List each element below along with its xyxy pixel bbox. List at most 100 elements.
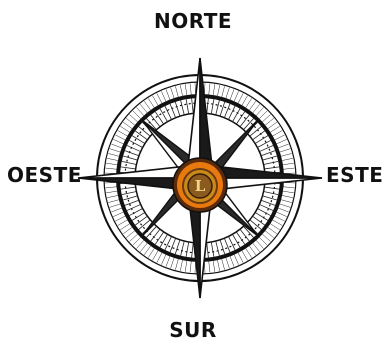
hatch-line [264, 187, 279, 189]
hatch-line [186, 242, 189, 257]
center-emblem: L [173, 158, 227, 212]
hatch-line-outer [136, 107, 144, 116]
hatch-line [264, 192, 279, 195]
hatch-line-outer [118, 131, 128, 137]
hatch-line [170, 104, 176, 118]
hatch-line-outer [270, 126, 280, 133]
hatch-line-outer [272, 131, 282, 137]
hatch-line-outer [153, 250, 159, 260]
hatch-line-outer [217, 259, 219, 271]
hatch-line-outer [106, 187, 118, 188]
hatch-line-outer [175, 258, 178, 270]
hatch-line-outer [262, 114, 271, 122]
hatch-line-outer [110, 204, 121, 208]
hatch-line-outer [115, 135, 126, 140]
hatch-line-outer [115, 216, 126, 221]
hatch-line-outer [282, 163, 294, 165]
hatch-line-outer [180, 259, 182, 271]
hatch-line [220, 102, 225, 116]
hatch-line [125, 151, 139, 156]
hatch-line-outer [226, 88, 230, 99]
hatch-line-outer [148, 248, 155, 258]
hatch-line [121, 167, 136, 169]
hatch-line-outer [221, 258, 224, 270]
hatch-line [192, 98, 194, 113]
hatch-line-outer [161, 91, 166, 102]
hatch-line-outer [106, 163, 118, 165]
hatch-line-outer [238, 252, 243, 263]
hatch-line-outer [230, 255, 234, 266]
label-west: OESTE [7, 165, 82, 185]
label-south: SUR [0, 320, 386, 340]
hatch-line-outer [213, 84, 215, 96]
hatch-line-outer [226, 257, 230, 268]
hatch-line-outer [230, 89, 234, 100]
hatch-line-outer [281, 195, 293, 197]
hatch-line [264, 167, 279, 169]
hatch-line-outer [274, 216, 285, 221]
hatch-line-outer [108, 153, 120, 156]
hatch-line-outer [123, 122, 133, 129]
hatch-line-outer [107, 195, 119, 197]
hatch-line [264, 161, 279, 164]
hatch-line-outer [166, 89, 170, 100]
hatch-line-outer [280, 199, 292, 202]
hatch-line-outer [120, 223, 130, 230]
hatch-line [259, 204, 273, 210]
hatch-line-outer [171, 88, 175, 99]
hatch-line-outer [148, 98, 155, 108]
hatch-line [121, 187, 136, 189]
hatch-line-outer [265, 230, 274, 238]
hatch-line [207, 98, 209, 113]
hatch-line-outer [190, 261, 191, 273]
hatch-line-outer [249, 101, 256, 111]
hatch-line [175, 240, 180, 254]
hatch-line-outer [245, 98, 252, 108]
hatch-line-outer [120, 126, 130, 133]
hatch-line-outer [129, 114, 138, 122]
hatch-line [122, 161, 137, 164]
hatch-line [262, 156, 276, 160]
hatch-line-outer [113, 212, 124, 217]
hatch-line-outer [256, 240, 264, 249]
hatch-line-outer [276, 139, 287, 144]
hatch-line-outer [267, 227, 277, 234]
hatch-line-outer [276, 212, 287, 217]
hatch-line-outer [259, 237, 267, 245]
hatch-line-outer [190, 84, 191, 96]
hatch-line-outer [259, 111, 267, 119]
hatch-line [220, 240, 225, 254]
hatch-line-outer [144, 101, 151, 111]
hatch-line-outer [279, 204, 290, 208]
emblem-letter: L [195, 177, 206, 195]
hatch-line [228, 106, 235, 119]
hatch-line-outer [249, 245, 256, 255]
hatch-line [224, 104, 230, 118]
hatch-line [123, 196, 137, 200]
hatch-line-outer [166, 255, 170, 266]
hatch-line-outer [106, 191, 118, 193]
hatch-line [170, 238, 176, 252]
hatch-line-outer [277, 208, 288, 212]
hatch-line-outer [107, 158, 119, 160]
hatch-line-outer [242, 250, 248, 260]
hatch-line [129, 140, 142, 147]
hatch-line [192, 243, 194, 258]
hatch-line-outer [123, 227, 133, 234]
hatch-line-outer [277, 144, 288, 148]
hatch-line-outer [111, 208, 122, 212]
hatch-line-outer [245, 248, 252, 258]
hatch-line-outer [140, 104, 148, 113]
label-north: NORTE [0, 11, 386, 31]
hatch-line-outer [270, 223, 280, 230]
hatch-line-outer [171, 257, 175, 268]
hatch-line-outer [106, 168, 118, 169]
hatch-line [127, 204, 141, 210]
hatch-line-outer [217, 85, 219, 97]
hatch-line-outer [252, 104, 260, 113]
hatch-line-outer [267, 122, 277, 129]
hatch-line-outer [161, 254, 166, 265]
hatch-line [123, 156, 137, 160]
hatch-line-outer [136, 240, 144, 249]
hatch-line [125, 200, 139, 205]
